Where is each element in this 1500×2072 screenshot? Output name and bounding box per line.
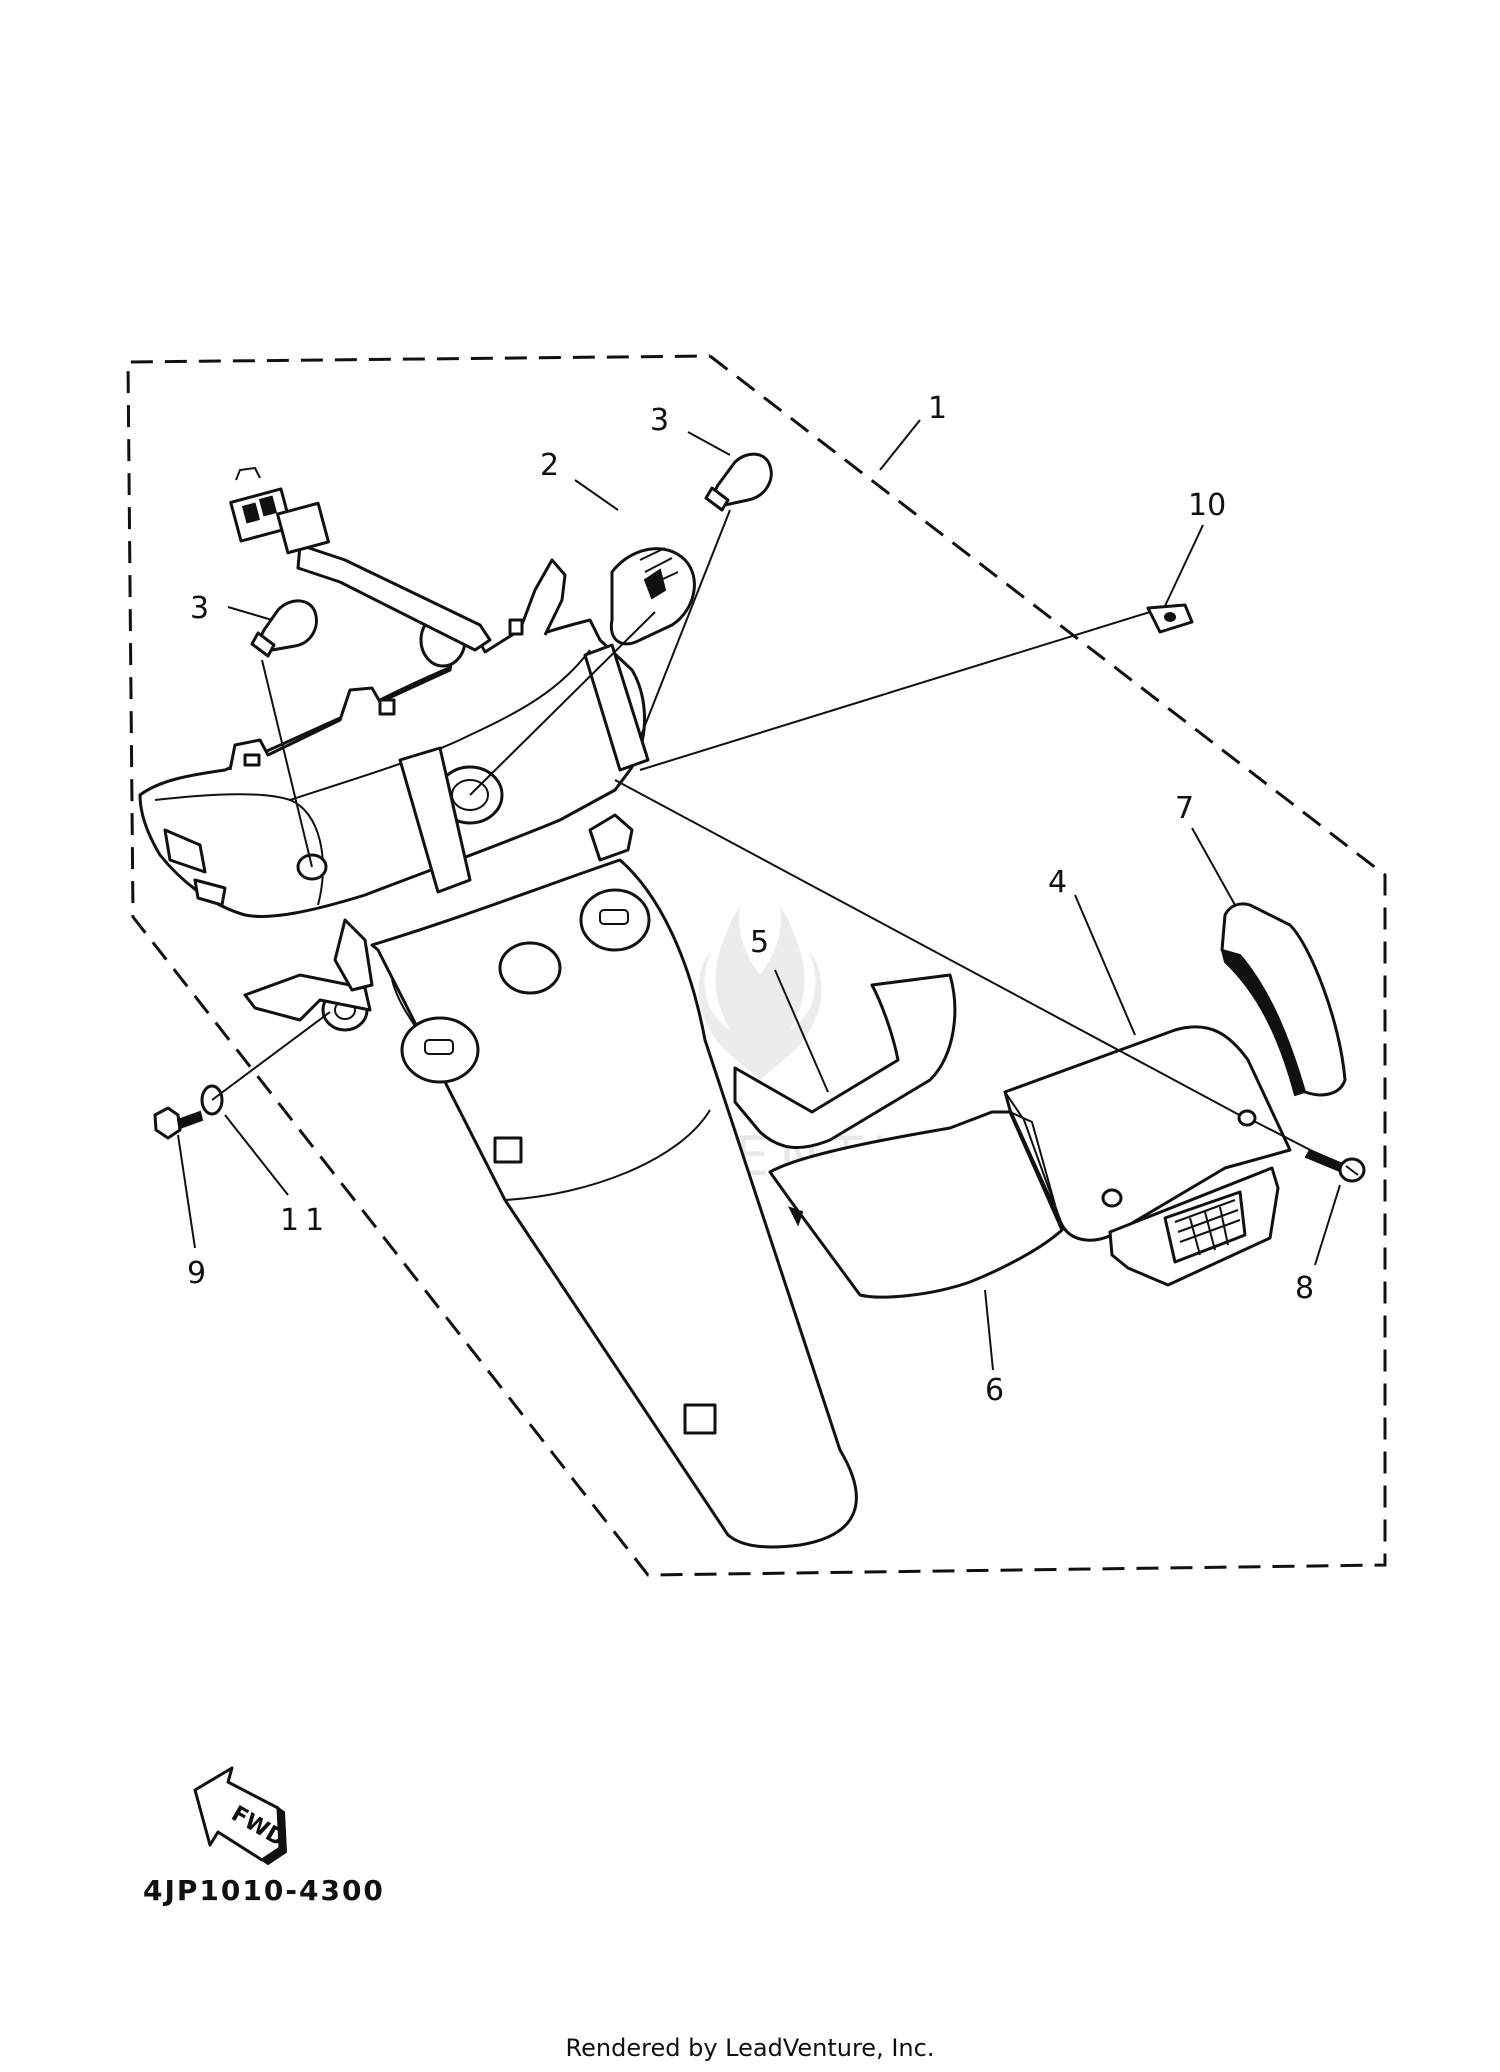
clip-nut-10 (1146, 603, 1194, 634)
bulb-3-upper (704, 452, 773, 512)
bulb-2 (609, 547, 696, 646)
callout-1: 1 (928, 391, 947, 426)
lower-cover-6 (768, 1110, 1064, 1299)
inner-cover-5 (733, 973, 957, 1150)
screw-8 (1304, 1148, 1366, 1183)
callout-9: 9 (187, 1256, 206, 1291)
render-credit: Rendered by LeadVenture, Inc. (566, 2034, 935, 2062)
callout-11: 11 (280, 1203, 330, 1238)
callout-5: 5 (750, 925, 769, 960)
callout-10: 10 (1188, 488, 1226, 523)
diagram-part-code: 4JP1010-4300 (143, 1874, 385, 1907)
side-cover-4 (1003, 1025, 1292, 1287)
bulb-3-left (250, 599, 318, 658)
watermark-flame-logo (698, 905, 822, 1080)
callout-7: 7 (1175, 791, 1194, 826)
tail-light-housing (138, 558, 650, 918)
leader-lines (177, 419, 1341, 1371)
rear-fender (243, 858, 858, 1549)
fwd-arrow-icon: FWD (193, 1766, 289, 1866)
reflector-7 (1220, 902, 1347, 1097)
bolt-9 (153, 1106, 204, 1140)
callout-numbers: 1 2 3 3 4 5 6 7 8 9 10 11 (187, 391, 1314, 1408)
installation-lines (211, 509, 1321, 1156)
wiring-harness (229, 466, 492, 652)
callout-3-left: 3 (190, 591, 209, 626)
callout-3-upper: 3 (650, 403, 669, 438)
callout-8: 8 (1295, 1271, 1314, 1306)
callout-4: 4 (1048, 865, 1067, 900)
callout-6: 6 (985, 1373, 1004, 1408)
assembly-boundary (126, 354, 1387, 1577)
callout-2: 2 (540, 448, 559, 483)
